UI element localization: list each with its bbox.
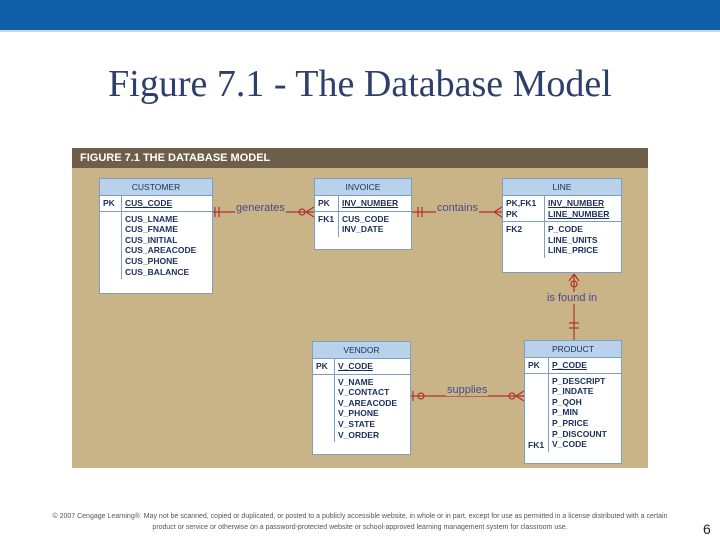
copyright-footer: © 2007 Cengage Learning®. May not be sca… <box>52 513 668 531</box>
relationship-label-is-found-in: is found in <box>546 292 599 304</box>
attribute: P_INDATE <box>552 386 594 397</box>
relationship-label-generates: generates <box>235 202 286 214</box>
attribute: P_QOH <box>552 396 582 407</box>
attribute: P_DESCRIPT <box>552 375 606 386</box>
key-label: PK,FK1 <box>506 198 537 208</box>
attribute: CUS_BALANCE <box>125 266 190 277</box>
key-label: PK <box>100 196 122 211</box>
attribute: V_ORDER <box>338 429 380 440</box>
entity-title: LINE <box>503 179 621 196</box>
customer-entity: CUSTOMER PK CUS_CODE CUS_LNAME CUS_FNAME… <box>99 178 213 294</box>
page-number: 6 <box>703 521 711 537</box>
attribute: V_CODE <box>338 361 373 371</box>
entity-title: CUSTOMER <box>100 179 212 196</box>
attribute: CUS_CODE <box>125 198 173 208</box>
attribute: V_STATE <box>338 418 375 429</box>
attribute: LINE_NUMBER <box>548 208 610 219</box>
attribute: V_PHONE <box>338 408 379 419</box>
attribute: CUS_PHONE <box>125 255 178 266</box>
key-label: PK <box>525 358 549 373</box>
attribute: V_AREACODE <box>338 397 398 408</box>
entity-title: INVOICE <box>315 179 411 196</box>
key-label: PK <box>506 208 518 219</box>
attribute: LINE_PRICE <box>548 245 599 256</box>
key-label: FK1 <box>528 439 545 450</box>
key-label: PK <box>313 359 335 374</box>
attribute: CUS_AREACODE <box>125 245 197 256</box>
top-divider <box>0 30 720 32</box>
attribute: V_NAME <box>338 376 374 387</box>
vendor-entity: VENDOR PK V_CODE V_NAME V_CONTACT V_AREA… <box>312 341 411 455</box>
entity-title: PRODUCT <box>525 341 621 358</box>
attribute: P_MIN <box>552 407 578 418</box>
key-label: FK2 <box>503 222 545 258</box>
line-entity: LINE PK,FK1 PK INV_NUMBER LINE_NUMBER FK… <box>502 178 622 273</box>
attribute: P_CODE <box>552 360 587 370</box>
top-bar <box>0 0 720 30</box>
attribute: INV_NUMBER <box>342 198 399 208</box>
attribute: CUS_LNAME <box>125 213 178 224</box>
attribute: V_CONTACT <box>338 387 390 398</box>
relationship-label-contains: contains <box>436 202 479 214</box>
attribute: P_CODE <box>548 224 583 235</box>
attribute: P_DISCOUNT <box>552 428 607 439</box>
attribute: LINE_UNITS <box>548 234 598 245</box>
attribute: CUS_CODE <box>342 213 390 224</box>
database-model-figure: FIGURE 7.1 THE DATABASE MODEL <box>72 148 648 468</box>
figure-header: FIGURE 7.1 THE DATABASE MODEL <box>72 148 648 168</box>
attribute: INV_NUMBER <box>548 198 605 208</box>
invoice-entity: INVOICE PK INV_NUMBER FK1 CUS_CODE INV_D… <box>314 178 412 250</box>
attribute: P_PRICE <box>552 417 589 428</box>
key-label: FK1 <box>315 211 339 237</box>
key-label: PK <box>315 196 339 211</box>
attribute: CUS_INITIAL <box>125 234 178 245</box>
attribute: INV_DATE <box>342 224 384 235</box>
slide-title: Figure 7.1 - The Database Model <box>108 63 612 105</box>
relationship-label-supplies: supplies <box>446 384 489 396</box>
attribute: CUS_FNAME <box>125 224 178 235</box>
product-entity: PRODUCT PK P_CODE FK1 P_DESCRIPT P_INDAT… <box>524 340 622 464</box>
entity-title: VENDOR <box>313 342 410 359</box>
attribute: V_CODE <box>552 439 587 450</box>
